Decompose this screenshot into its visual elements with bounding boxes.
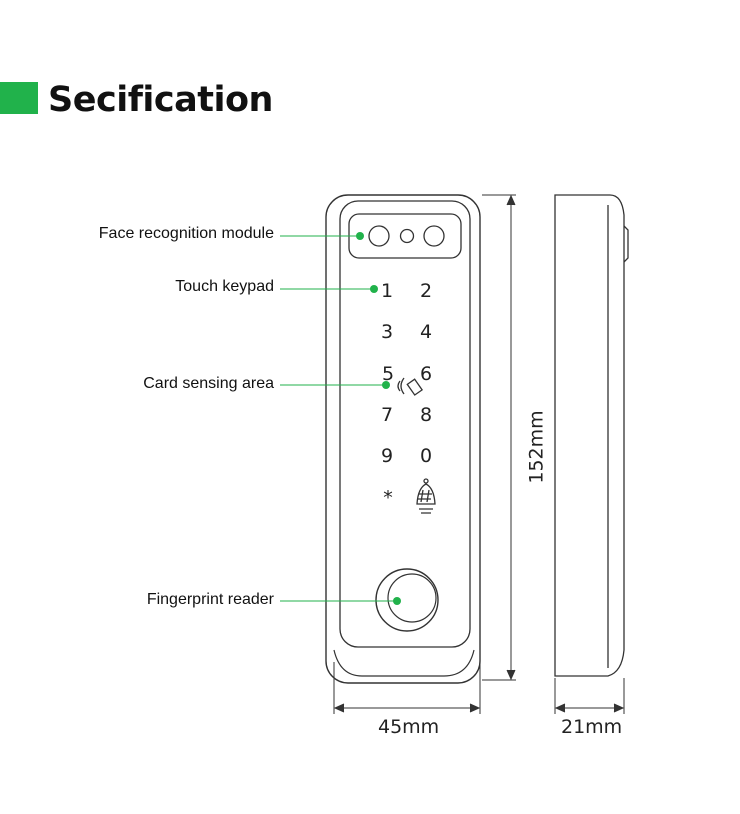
leader-dot xyxy=(356,232,364,240)
keypad-key-8: 8 xyxy=(420,404,432,426)
keypad-key-1: 1 xyxy=(381,280,393,302)
depth-dimension xyxy=(554,678,625,714)
side-view xyxy=(554,194,629,677)
leader-dot xyxy=(382,381,390,389)
rfid-card-icon xyxy=(397,377,424,396)
keypad-key-star: * xyxy=(383,487,393,509)
keypad-key-9: 9 xyxy=(381,445,393,467)
width-dimension xyxy=(333,662,481,714)
keypad-key-7: 7 xyxy=(381,404,393,426)
label-face-recognition: Face recognition module xyxy=(98,225,274,242)
label-fingerprint-reader: Fingerprint reader xyxy=(146,591,274,608)
camera-lens-center xyxy=(399,228,415,244)
camera-lens-left xyxy=(368,225,390,247)
label-touch-keypad: Touch keypad xyxy=(175,278,274,295)
keypad-key-6: 6 xyxy=(420,363,432,385)
camera-lens-right xyxy=(423,225,445,247)
keypad-key-3: 3 xyxy=(381,321,393,343)
keypad-key-4: 4 xyxy=(420,321,432,343)
keypad-key-2: 2 xyxy=(420,280,432,302)
label-card-sensing: Card sensing area xyxy=(143,375,274,392)
leader-lines xyxy=(280,235,397,602)
front-panel xyxy=(339,200,471,648)
dimension-width-label: 45mm xyxy=(378,716,440,738)
keypad-key-0: 0 xyxy=(420,445,432,467)
keypad-key-5: 5 xyxy=(382,363,394,385)
dimension-height-label: 152mm xyxy=(525,410,548,484)
leader-dot xyxy=(370,285,378,293)
leader-dot xyxy=(393,597,401,605)
page-title: Secification xyxy=(48,80,273,120)
dimension-depth-label: 21mm xyxy=(561,716,623,738)
bell-hash-icon xyxy=(416,478,436,514)
height-dimension xyxy=(482,194,516,681)
header-accent-bar xyxy=(0,82,38,114)
